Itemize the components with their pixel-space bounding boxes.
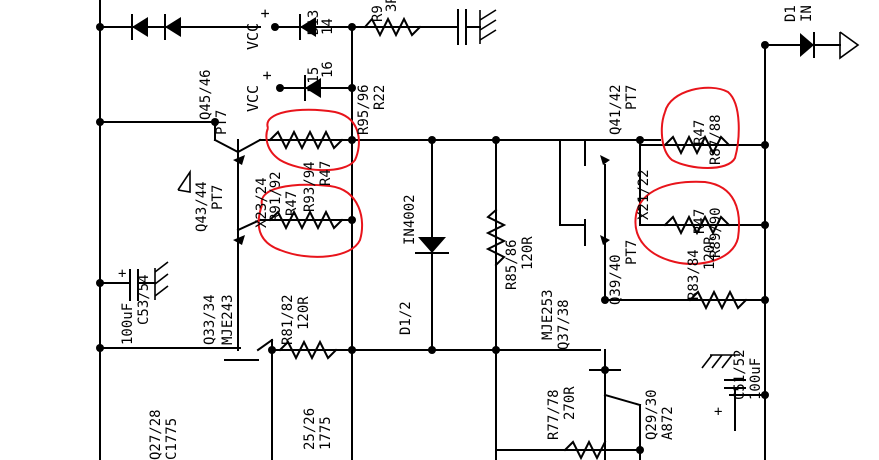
label-q29: Q29/30 (644, 389, 660, 440)
label-q27: Q27/28 (148, 409, 164, 460)
label-r91: R91/92 (268, 171, 284, 222)
label-q29-type: A872 (660, 406, 676, 440)
text-labels: VCC + VCC + D13 14 D15 16 R9 3R Q45/46 P… (120, 0, 815, 460)
label-r87: R87/88 (708, 114, 724, 165)
label-d1x-b: IN (799, 5, 815, 22)
label-r83-val: 120R (702, 236, 718, 270)
resistor-r89 (663, 214, 731, 236)
label-r95: R95/96 (356, 84, 372, 135)
transistors (224, 139, 621, 371)
label-r9x-b: 3R (384, 0, 400, 12)
label-q37-type: MJE253 (540, 289, 556, 340)
label-q33-type: MJE243 (220, 294, 236, 345)
label-c51: C51/52 (732, 349, 748, 400)
label-d13: D13 (306, 10, 322, 35)
resistor-r77 (563, 439, 607, 460)
ground-triangle (177, 169, 191, 193)
label-q41-type: PT7 (624, 85, 640, 110)
resistor-r87 (663, 134, 731, 156)
label-d1: D1/2 (398, 301, 414, 335)
diode-d15 (305, 78, 321, 98)
label-q25-type: 1775 (318, 416, 334, 450)
grounds: + + (118, 9, 860, 431)
label-r83: R83/84 (686, 249, 702, 300)
label-plus-mid: + (258, 71, 276, 80)
diode-d1 (418, 237, 446, 253)
diodes (131, 14, 815, 254)
label-r93: R93/94 (302, 161, 318, 212)
label-d13-b: 14 (320, 18, 336, 35)
label-r81: R81/82 (280, 294, 296, 345)
label-r85: R85/86 (504, 239, 520, 290)
resistor-r81 (278, 339, 338, 361)
label-r81-val: 120R (296, 296, 312, 330)
label-x23: X23/24 (254, 177, 270, 228)
label-r77-val: 270R (562, 386, 578, 420)
label-q27-type: C1775 (164, 418, 180, 460)
label-q33: Q33/34 (202, 294, 218, 345)
label-q37: Q37/38 (556, 299, 572, 350)
label-r91-val: R47 (284, 191, 300, 216)
resistor-r85 (485, 208, 507, 267)
label-c53: C53/54 (136, 274, 152, 325)
label-vcc-top: VCC (244, 23, 262, 50)
label-r87-val: R47 (692, 120, 708, 145)
c53-plus: + (118, 266, 126, 282)
red-circle-r87 (660, 86, 740, 169)
ground-right (839, 31, 860, 60)
wires (99, 0, 841, 460)
diode-top-left (132, 17, 148, 37)
red-circle-r93 (265, 108, 360, 172)
label-in4002: IN4002 (402, 194, 418, 245)
label-q25: 25/26 (302, 408, 318, 450)
label-q45-type: PT7 (214, 110, 230, 135)
label-q43-type: PT7 (210, 185, 226, 210)
label-r95-val: R22 (372, 85, 388, 110)
junctions (96, 23, 769, 454)
label-q41: Q41/42 (608, 84, 624, 135)
resistor-r95 (363, 16, 422, 38)
red-annotations (257, 86, 740, 265)
c51-plus: + (714, 404, 722, 420)
label-d15: D15 (306, 67, 322, 92)
label-r93-val: R47 (318, 161, 334, 186)
resistor-r93 (268, 129, 344, 151)
resistor-r91 (268, 209, 344, 231)
label-q39-type: PT7 (624, 240, 640, 265)
resistor-r83 (688, 289, 748, 311)
label-r77: R77/78 (546, 389, 562, 440)
label-vcc-mid: VCC (244, 85, 262, 112)
label-q39: Q39/40 (608, 254, 624, 305)
diode-d13 (300, 17, 316, 37)
diode-right (800, 33, 814, 57)
label-q45: Q45/46 (198, 69, 214, 120)
label-r89-val: R47 (692, 209, 708, 234)
label-r89: R89/90 (708, 207, 724, 258)
label-d15-b: 16 (320, 61, 336, 78)
label-c53-val: 100uF (120, 303, 136, 345)
label-plus-top: + (256, 9, 274, 18)
label-x21: X21/22 (636, 169, 652, 220)
label-q43: Q43/44 (194, 181, 210, 232)
label-c51-val: 100uF (748, 358, 764, 400)
label-d1x: D1 (783, 5, 799, 22)
resistors (268, 16, 748, 460)
label-r85-val: 120R (520, 236, 536, 270)
label-r9x: R9 (370, 5, 386, 22)
red-circle-r91 (257, 183, 364, 258)
red-circle-r89 (634, 180, 740, 265)
